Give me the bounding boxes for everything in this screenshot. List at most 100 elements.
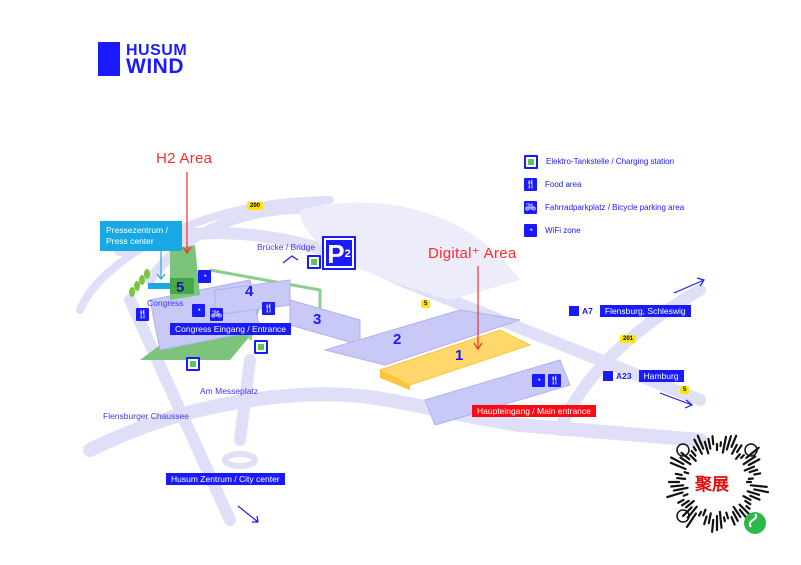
qr-ray bbox=[703, 515, 708, 526]
qr-ray bbox=[685, 512, 697, 528]
bridge-label: Brücke / Bridge bbox=[257, 242, 316, 252]
hall-5-front bbox=[170, 278, 194, 294]
charging-station-icon bbox=[524, 154, 538, 169]
qr-ray bbox=[753, 488, 770, 494]
congress-label: Congress bbox=[147, 298, 184, 308]
arrow-hamburg bbox=[659, 392, 693, 406]
hall-1-front bbox=[380, 370, 410, 390]
qr-ray bbox=[745, 505, 751, 510]
qr-ray bbox=[676, 476, 687, 480]
qr-ray bbox=[670, 484, 685, 488]
road-badge-200: 200 bbox=[247, 202, 264, 210]
qr-ray bbox=[725, 434, 733, 451]
charging-station-icon bbox=[307, 255, 321, 269]
qr-ray bbox=[746, 490, 761, 496]
road-badge-201: 201 bbox=[620, 335, 637, 343]
qr-ray bbox=[707, 512, 712, 525]
qr-ray bbox=[674, 472, 683, 477]
parking-area bbox=[300, 202, 520, 300]
hall-2-label[interactable]: 2 bbox=[393, 331, 402, 348]
parking-letter: P bbox=[327, 239, 345, 269]
qr-ray bbox=[689, 454, 697, 462]
arrow-flensburg bbox=[673, 279, 705, 294]
digital-area-callout: Digital⁺ Area bbox=[428, 245, 517, 262]
parking-number: 2 bbox=[344, 248, 351, 260]
road-messeplatz bbox=[234, 354, 256, 446]
qr-ray bbox=[732, 505, 742, 519]
logo-line-2: WIND bbox=[126, 55, 184, 78]
highway-a23: A23 Hamburg bbox=[603, 370, 684, 382]
qr-ray bbox=[742, 495, 752, 502]
bicycle-icon: 🚲︎ bbox=[524, 201, 537, 214]
hall-4-label[interactable]: 4 bbox=[245, 283, 254, 300]
wifi-icon: ◔ bbox=[198, 270, 211, 283]
road-badge-5: 5 bbox=[421, 300, 431, 308]
bridge-pointer bbox=[282, 255, 299, 264]
hall-5-label[interactable]: 5 bbox=[176, 279, 185, 296]
qr-ray bbox=[682, 493, 689, 497]
qr-ray bbox=[730, 443, 738, 455]
highway-icon bbox=[603, 371, 613, 381]
am-messeplatz-label: Am Messeplatz bbox=[200, 386, 259, 396]
food-icon: 🍴︎ bbox=[136, 308, 149, 321]
qr-ray bbox=[710, 518, 715, 533]
qr-ray bbox=[679, 456, 692, 466]
legend-label: Food area bbox=[545, 180, 582, 189]
qr-ray bbox=[749, 494, 761, 501]
qr-ray bbox=[742, 455, 757, 466]
qr-ray bbox=[666, 491, 684, 499]
qr-ray bbox=[693, 438, 704, 455]
qr-ray bbox=[669, 461, 687, 471]
trees bbox=[129, 269, 150, 297]
qr-ray bbox=[684, 499, 695, 509]
mini-program-qr-code[interactable]: 聚展 bbox=[655, 420, 780, 545]
hall-2-building bbox=[323, 309, 521, 366]
wifi-icon: ◔ bbox=[524, 224, 537, 237]
logo-line-1: HUSUM bbox=[126, 42, 188, 59]
highway-a7: A7 Flensburg, Schleswig bbox=[569, 305, 691, 317]
legend-label: Fahrradparkplatz / Bicycle parking area bbox=[545, 203, 685, 212]
qr-ray bbox=[730, 434, 738, 448]
qr-ray bbox=[753, 472, 762, 476]
legend-item-food: 🍴︎ Food area bbox=[524, 173, 684, 196]
qr-center-text: 聚展 bbox=[695, 475, 729, 494]
qr-ray bbox=[702, 508, 707, 517]
qr-ray bbox=[731, 510, 739, 522]
qr-ray bbox=[692, 445, 697, 452]
wind-turbine-logo-icon bbox=[98, 42, 120, 76]
highway-route: A7 bbox=[582, 306, 593, 316]
husum-wind-logo: HUSUM WIND bbox=[98, 42, 188, 78]
charging-station-icon bbox=[186, 357, 200, 371]
food-icon: 🍴︎ bbox=[524, 178, 537, 191]
highway-route: A23 bbox=[616, 371, 632, 381]
hall-3-label[interactable]: 3 bbox=[313, 311, 322, 328]
qr-ray bbox=[703, 440, 710, 455]
qr-ray bbox=[672, 486, 689, 492]
qr-ray bbox=[725, 511, 730, 520]
qr-ray bbox=[696, 434, 705, 450]
green-area bbox=[140, 330, 255, 360]
qr-ray bbox=[721, 435, 728, 454]
highway-icon bbox=[569, 306, 579, 316]
charging-station-icon bbox=[254, 340, 268, 354]
legend: Elektro-Tankstelle / Charging station 🍴︎… bbox=[524, 150, 684, 242]
city-center-label: Husum Zentrum / City center bbox=[166, 473, 285, 485]
qr-ray bbox=[690, 449, 697, 457]
wifi-icon: ◔ bbox=[532, 374, 545, 387]
qr-ray bbox=[748, 468, 759, 474]
qr-ray bbox=[707, 437, 712, 450]
h2-area-callout: H2 Area bbox=[156, 150, 213, 167]
qr-ray bbox=[677, 498, 685, 504]
qr-ray bbox=[739, 454, 745, 460]
wifi-icon: ◔ bbox=[192, 304, 205, 317]
legend-item-charging: Elektro-Tankstelle / Charging station bbox=[524, 150, 684, 173]
qr-ray bbox=[749, 484, 768, 489]
mini-program-badge bbox=[744, 512, 766, 534]
qr-ray bbox=[735, 444, 743, 454]
hall-1-label[interactable]: 1 bbox=[455, 347, 464, 364]
legend-label: WiFi zone bbox=[545, 226, 581, 235]
qr-ray bbox=[722, 516, 726, 523]
food-icon: 🍴︎ bbox=[262, 302, 275, 315]
highway-destination: Flensburg, Schleswig bbox=[599, 305, 691, 317]
